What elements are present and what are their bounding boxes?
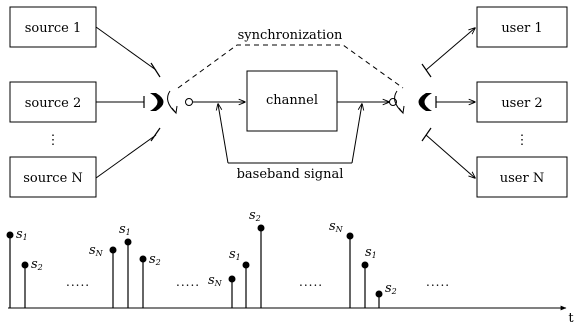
user-2-block: user 2 — [476, 81, 568, 123]
user-vertical-dots: ⋮ — [516, 133, 529, 148]
user-1-box — [476, 6, 568, 48]
user-n-arrow — [425, 134, 475, 178]
sample-s1-b: s1 — [119, 222, 132, 308]
sample-sn-b: sN — [208, 273, 236, 308]
sample-label: sN — [89, 243, 104, 258]
source-n-block: source N — [9, 156, 97, 198]
baseband-left-arrow — [218, 104, 229, 164]
source-1-block: source 1 — [9, 6, 97, 48]
sample-s2-b: s2 — [139, 252, 161, 308]
source-1-terminal — [150, 62, 161, 78]
channel-block: channel — [246, 70, 338, 132]
left-commutator-contacts — [150, 93, 164, 111]
channel-label: channel — [266, 93, 318, 108]
user-1-terminal — [421, 63, 432, 78]
sample-s2-d: s2 — [375, 281, 397, 308]
source-vertical-dots: ⋮ — [47, 133, 60, 148]
sample-label: s2 — [149, 252, 161, 267]
sample-s1-c: s1 — [229, 247, 250, 308]
sample-label: s1 — [16, 227, 28, 242]
synchronization-label: synchronization — [238, 28, 343, 43]
right-commutator-arrowhead — [398, 105, 405, 115]
user-n-box — [476, 156, 568, 198]
timeline-ellipsis-3: ..... — [299, 275, 323, 289]
source-1-box — [9, 6, 97, 48]
source-2-block: source 2 — [9, 81, 97, 123]
sample-label: s1 — [365, 245, 377, 260]
source-n-line — [95, 134, 157, 179]
sample-sn-c: sN — [329, 219, 354, 308]
sample-s1-a: s1 — [6, 227, 28, 308]
baseband-label: baseband signal — [237, 167, 344, 182]
sample-label: s1 — [119, 222, 131, 237]
timeline-ellipsis-2: ..... — [176, 275, 200, 289]
user-n-block: user N — [476, 156, 568, 198]
sample-s1-d: s1 — [361, 245, 377, 308]
sample-s2-c: s2 — [249, 208, 265, 308]
source-2-box — [9, 81, 97, 123]
synchronization-line — [177, 44, 404, 89]
left-commutator-arm — [167, 90, 177, 114]
timeline-ellipsis-4: ..... — [426, 275, 450, 289]
sample-label: s2 — [249, 208, 261, 223]
timeline-ellipsis-1: ..... — [66, 275, 90, 289]
time-axis-label: t — [568, 311, 574, 326]
source-1-label: source 1 — [25, 21, 81, 36]
sample-label: s1 — [229, 247, 241, 262]
left-commutator-arrowhead — [171, 105, 178, 115]
source-n-label: source N — [23, 171, 83, 186]
baseband-right-arrow — [351, 104, 362, 164]
sample-s2-a: s2 — [21, 257, 43, 308]
source-n-box — [9, 156, 97, 198]
user-2-label: user 2 — [501, 96, 542, 111]
sample-label: s2 — [385, 281, 397, 296]
sample-sn-a: sN — [89, 243, 117, 308]
user-1-arrow — [425, 28, 475, 71]
sample-label: sN — [329, 219, 344, 234]
source-n-terminal — [150, 127, 161, 142]
source-2-label: source 2 — [25, 96, 81, 111]
user-n-terminal — [421, 127, 432, 142]
source-1-line — [95, 26, 157, 71]
user-2-box — [476, 81, 568, 123]
right-commutator-contacts — [418, 93, 432, 111]
user-1-block: user 1 — [476, 6, 568, 48]
sample-label: s2 — [31, 257, 43, 272]
user-1-label: user 1 — [501, 21, 542, 36]
sample-label: sN — [208, 273, 223, 288]
channel-box — [246, 70, 338, 132]
user-n-label: user N — [500, 171, 544, 186]
left-commutator-pivot — [185, 98, 193, 106]
